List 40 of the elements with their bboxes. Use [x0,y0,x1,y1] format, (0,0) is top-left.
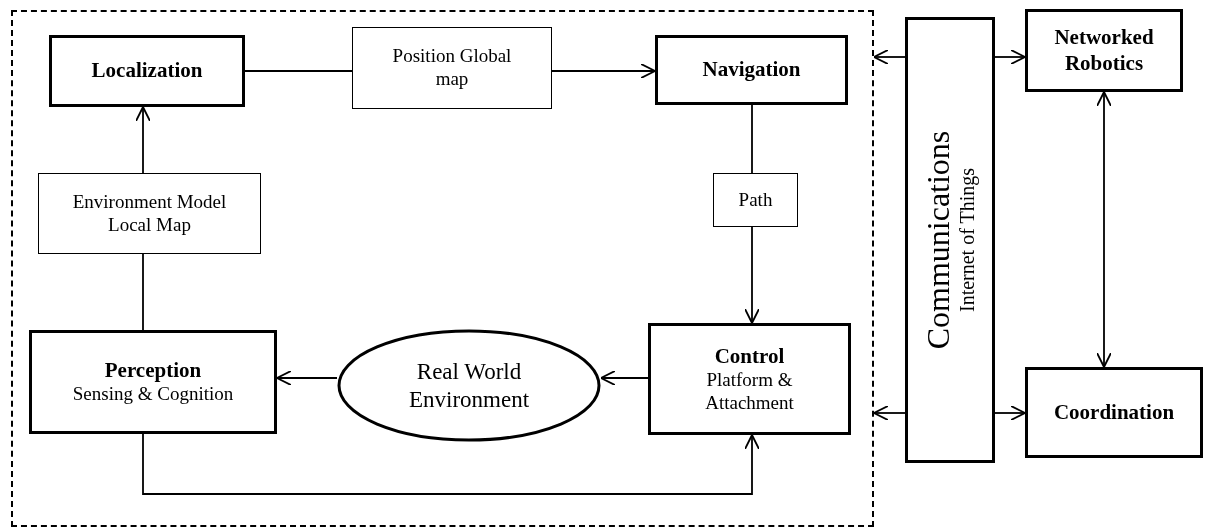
node-label: Localization [91,58,203,84]
process-box [905,17,995,463]
arrow [135,106,151,174]
process-box [655,35,848,105]
process-box [38,173,261,254]
ellipse-node [337,329,601,442]
node-label: Coordination [1053,399,1175,426]
connector-line [751,104,753,174]
connector-line [142,253,144,331]
arrow [1096,91,1112,368]
node-label: Path [738,188,773,212]
process-box [713,173,798,227]
arrow [994,49,1026,65]
arrow [600,370,649,386]
process-box [1025,367,1203,458]
node-sublabel: Platform & Attachment [704,368,795,415]
process-box [648,323,851,435]
node-label: Position Global map [391,45,513,91]
arrow [873,49,906,65]
arrow [276,370,338,386]
node-label: Networked Robotics [1053,25,1155,76]
connector-line [244,70,353,72]
node-label: Communications [921,130,957,350]
process-box [49,35,245,107]
dashed-boundary [11,10,874,527]
arrow [873,405,906,421]
node-label: Control [714,343,785,369]
node-label: Navigation [702,57,801,83]
node-sublabel: Sensing & Cognition [72,383,234,406]
node-sublabel: Internet of Things [956,167,979,315]
arrow [744,226,760,324]
node-label: Perception [104,358,202,384]
process-box [29,330,277,434]
node-label: Real World Environment [407,357,531,414]
arrow [551,63,656,79]
process-box [352,27,552,109]
process-box [1025,9,1183,92]
arrow [142,433,760,495]
node-label: Environment Model Local Map [71,190,228,237]
arrow [994,405,1026,421]
